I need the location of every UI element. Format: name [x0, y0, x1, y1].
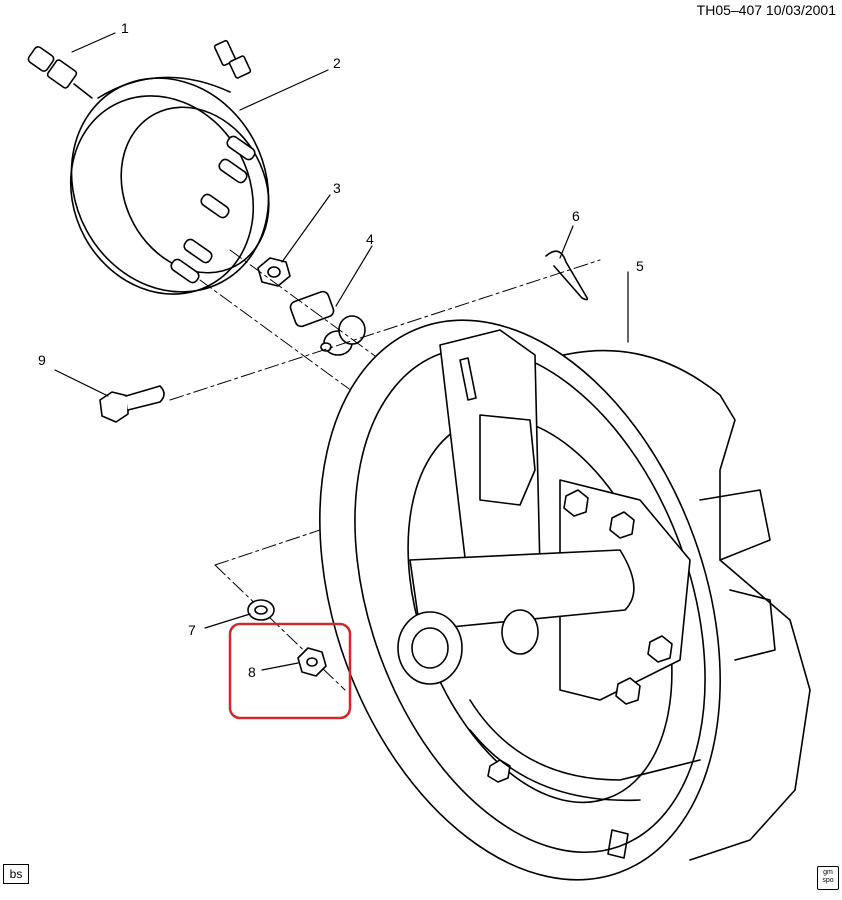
callout-3: 3: [333, 180, 341, 196]
inlet-fitting: [27, 46, 93, 99]
highlight-box: [228, 622, 352, 720]
nut-3: [257, 257, 291, 287]
callout-9: 9: [38, 352, 46, 368]
callout-2: 2: [333, 55, 341, 71]
retaining-clip: [545, 250, 589, 301]
clevis: [289, 290, 366, 356]
brake-chamber: [69, 39, 270, 295]
callout-7: 7: [188, 622, 196, 638]
document-id: TH05–407 10/03/2001: [696, 2, 836, 18]
callout-6: 6: [572, 208, 580, 224]
callout-8: 8: [248, 664, 256, 680]
nut-8: [297, 647, 327, 677]
badge-line-1: gm: [823, 869, 833, 876]
chamber-fitting: [213, 39, 252, 79]
brake-drum-assembly: [319, 319, 811, 881]
callout-1: 1: [121, 20, 129, 36]
view-tag: bs: [3, 864, 29, 884]
callout-4: 4: [366, 231, 374, 247]
chamber-studs: [170, 135, 256, 284]
washer-7: [247, 599, 275, 621]
badge-line-2: spo: [822, 877, 834, 884]
callout-5: 5: [636, 258, 644, 274]
leader-lines: [54, 32, 629, 671]
clevis-pin-bolt: [99, 385, 165, 423]
gm-spo-logo: gm spo: [817, 866, 839, 890]
